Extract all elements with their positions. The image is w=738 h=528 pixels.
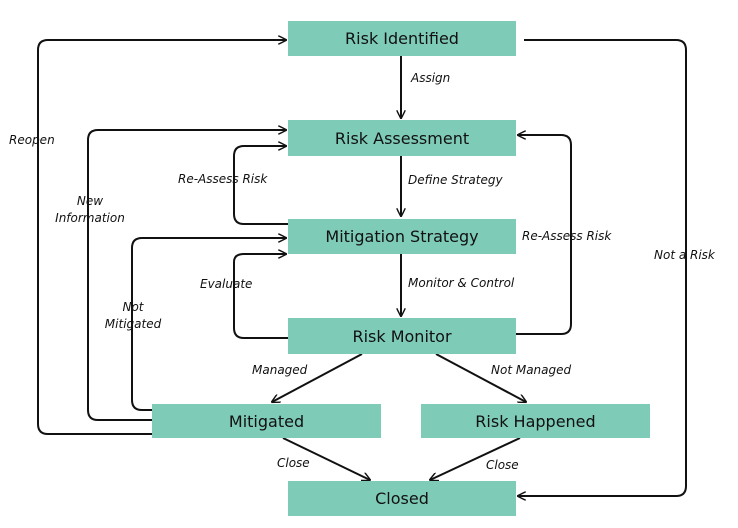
label-reassess-right: Re-Assess Risk bbox=[522, 229, 612, 243]
label-new-information-line2: Information bbox=[55, 211, 125, 225]
state-mitigated: Mitigated bbox=[152, 404, 381, 438]
state-risk-identified: Risk Identified bbox=[288, 21, 516, 56]
label-new-information: New Information bbox=[44, 194, 136, 226]
state-mitigation-strategy: Mitigation Strategy bbox=[288, 219, 516, 254]
edge-close-left bbox=[282, 437, 370, 480]
label-not-a-risk: Not a Risk bbox=[654, 248, 715, 262]
label-assign: Assign bbox=[411, 71, 451, 85]
label-reassess-left: Re-Assess Risk bbox=[178, 172, 268, 186]
state-risk-happened: Risk Happened bbox=[421, 404, 650, 438]
label-reopen: Reopen bbox=[9, 133, 55, 147]
edge-not-managed bbox=[435, 353, 526, 402]
edge-reopen bbox=[37, 40, 286, 435]
edge-reassess-left bbox=[233, 146, 288, 225]
edge-managed bbox=[272, 353, 363, 402]
label-close-right: Close bbox=[486, 458, 519, 472]
label-managed: Managed bbox=[252, 363, 308, 377]
edge-not-mitigated bbox=[131, 238, 286, 411]
label-new-information-line1: New bbox=[76, 194, 104, 208]
edge-not-a-risk bbox=[518, 39, 687, 496]
edge-reassess-right bbox=[516, 135, 572, 335]
label-not-mitigated: Not Mitigated bbox=[96, 300, 170, 332]
label-evaluate: Evaluate bbox=[200, 277, 253, 291]
edge-close-right bbox=[430, 437, 521, 480]
label-monitor-control: Monitor & Control bbox=[408, 276, 515, 290]
state-closed: Closed bbox=[288, 481, 516, 516]
label-not-mitigated-line1: Not bbox=[122, 300, 144, 314]
label-define-strategy: Define Strategy bbox=[408, 173, 503, 187]
state-risk-monitor: Risk Monitor bbox=[288, 318, 516, 354]
label-not-managed: Not Managed bbox=[491, 363, 572, 377]
state-risk-assessment: Risk Assessment bbox=[288, 120, 516, 156]
edge-evaluate bbox=[233, 254, 288, 339]
label-close-left: Close bbox=[277, 456, 310, 470]
label-not-mitigated-line2: Mitigated bbox=[104, 317, 162, 331]
edge-new-information bbox=[87, 130, 286, 421]
